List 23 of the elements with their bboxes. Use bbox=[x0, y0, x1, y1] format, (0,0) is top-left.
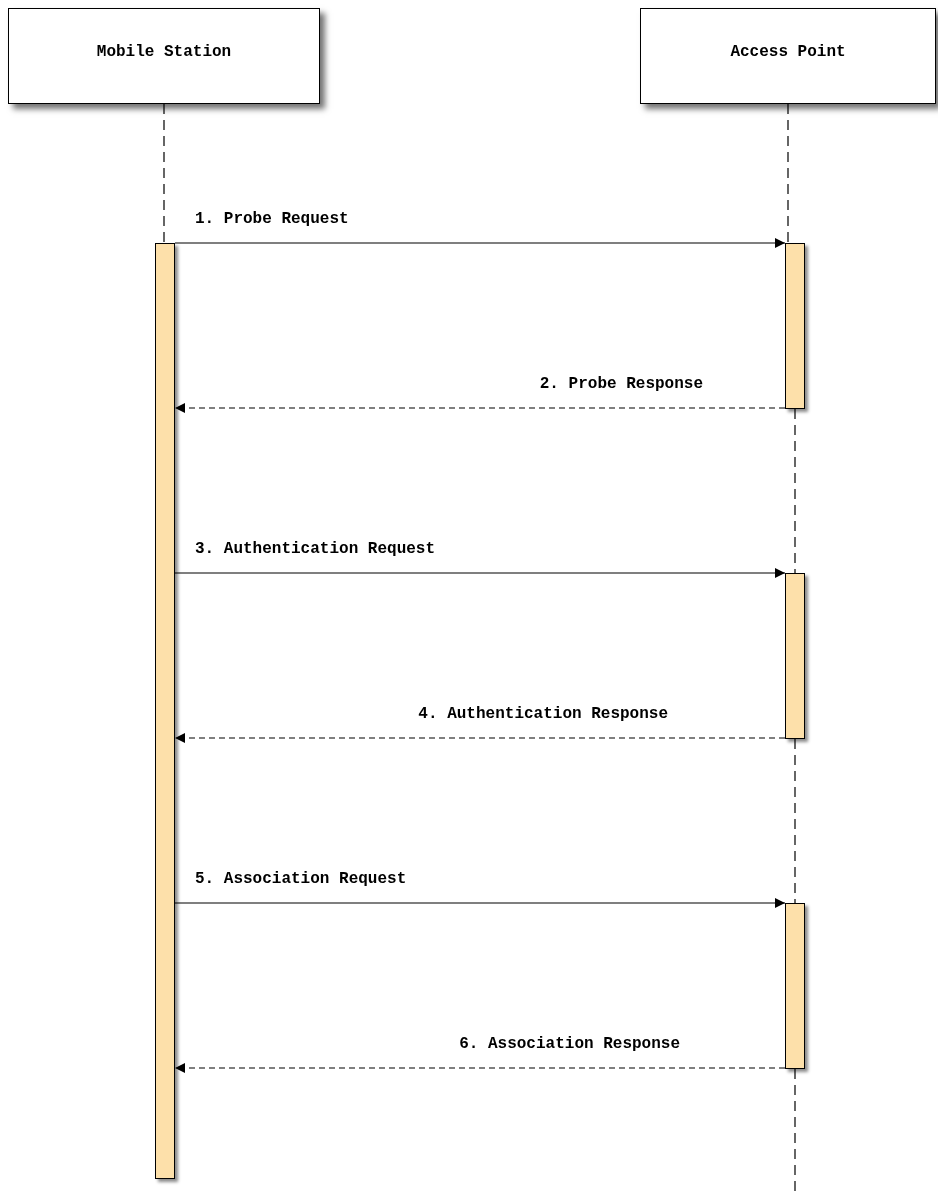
return-message-arrow bbox=[174, 733, 786, 743]
message-label: 6. Association Response bbox=[457, 1034, 682, 1054]
lifeline bbox=[794, 1068, 796, 1192]
message-arrow bbox=[174, 568, 786, 578]
message-arrow bbox=[174, 898, 786, 908]
lifeline bbox=[787, 103, 789, 244]
lifeline bbox=[794, 738, 796, 904]
message-label: 2. Probe Response bbox=[537, 374, 705, 394]
activation-bar bbox=[785, 573, 805, 739]
lifeline bbox=[163, 103, 165, 244]
message-label: 1. Probe Request bbox=[193, 209, 351, 229]
participant-box bbox=[8, 8, 320, 104]
message-label: 4. Authentication Response bbox=[416, 704, 670, 724]
message-arrow bbox=[174, 238, 786, 248]
activation-bar bbox=[785, 903, 805, 1069]
return-message-arrow bbox=[174, 1063, 786, 1073]
return-message-arrow bbox=[174, 403, 786, 413]
participant-name: Access Point bbox=[729, 43, 847, 61]
activation-bar bbox=[785, 243, 805, 409]
lifeline bbox=[794, 408, 796, 574]
activation-bar bbox=[155, 243, 175, 1179]
participant-name: Mobile Station bbox=[95, 43, 233, 61]
participant-box bbox=[640, 8, 936, 104]
